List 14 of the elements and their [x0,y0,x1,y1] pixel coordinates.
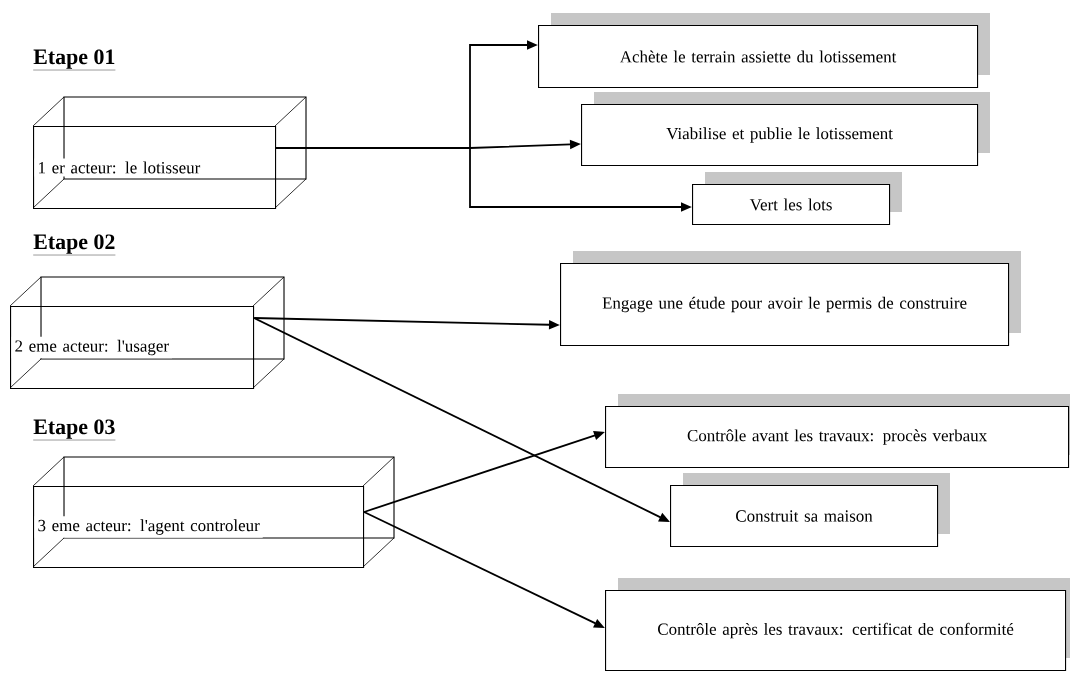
process-box: Contrôle après les travaux: certificat de conformité [605,578,1070,672]
process-box: Achète le terrain assiette du lotissement [538,13,990,89]
heading: Etape 03 [33,419,116,441]
heading: Etape 02 [33,234,116,256]
process-box: Contrôle avant les travaux: procès verbaux [605,394,1070,469]
actor-box: 3 eme acteur: l'agent controleur [32,456,395,569]
process-box: Construit sa maison [670,473,950,548]
process-box: Engage une étude pour avoir le permis de construire [560,251,1021,347]
actor-box: 2 eme acteur: l'usager [9,276,285,390]
node-label: Contrôle avant les travaux: procès verbaux [687,429,987,445]
process-box: Viabilise et publie le lotissement [581,92,990,167]
heading: Etape 01 [33,49,116,71]
process-box: Vert les lots [692,172,902,226]
actor-box: 1 er acteur: le lotisseur [32,96,307,210]
